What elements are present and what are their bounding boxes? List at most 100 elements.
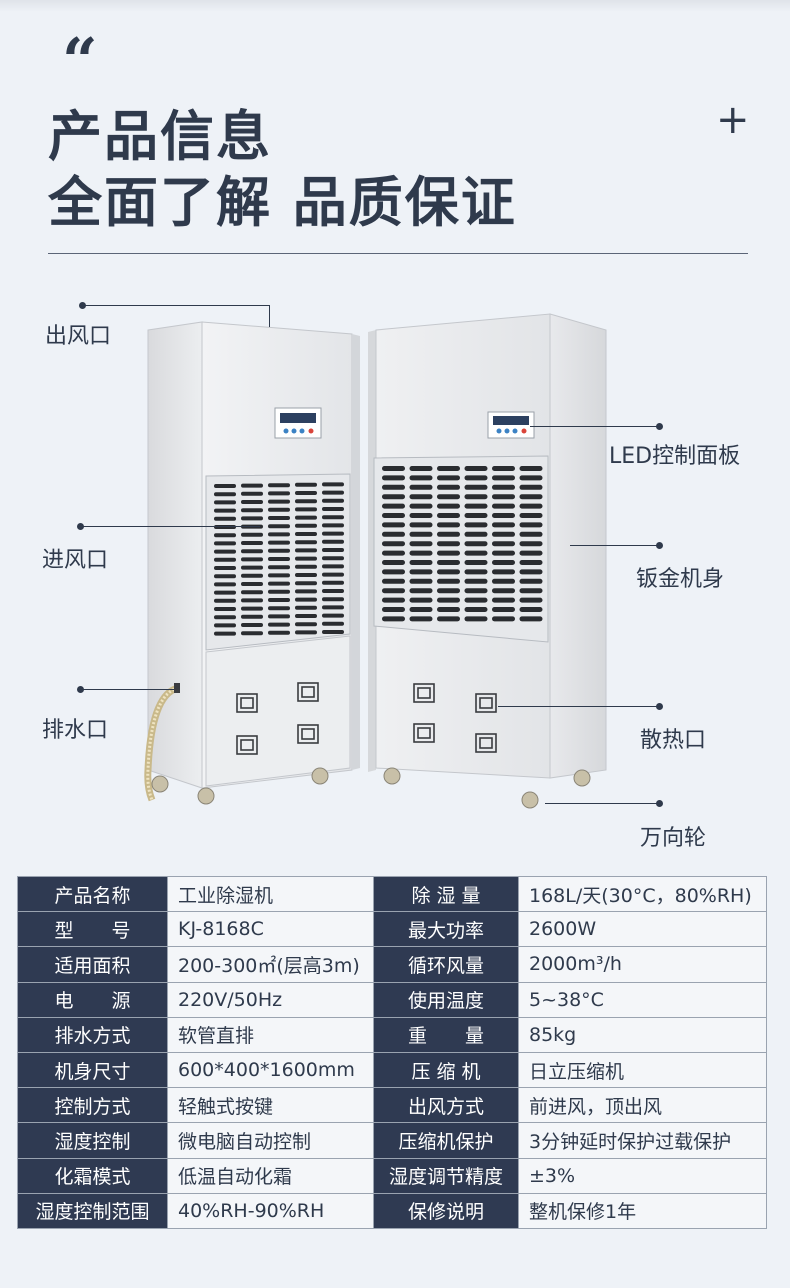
grille-slot — [492, 484, 515, 490]
grille-slot — [409, 503, 433, 509]
grille-slot — [295, 597, 317, 602]
grille-slot — [382, 513, 405, 518]
page-subtitle: 全面了解 品质保证 — [48, 171, 517, 234]
grille-slot — [382, 531, 405, 537]
grille-slot — [214, 590, 236, 595]
grille-slot — [295, 532, 317, 536]
grille-slot — [214, 566, 236, 570]
grille-slot — [492, 550, 515, 556]
grille-slot — [241, 500, 263, 504]
label-outlet: 出风口 — [45, 324, 112, 349]
grille-slot — [519, 616, 543, 622]
grille-slot — [492, 475, 515, 481]
grille-slot — [268, 499, 290, 504]
grille-slot — [409, 531, 433, 537]
grille-slot — [519, 484, 543, 490]
grille-slot — [437, 475, 460, 481]
spec-key: 湿度调节精度 — [373, 1157, 519, 1194]
spec-key: 压 缩 机 — [373, 1051, 519, 1089]
grille-slot — [464, 578, 488, 584]
grille-slot — [519, 550, 543, 556]
grille-slot — [437, 541, 460, 547]
grille-slot — [241, 532, 263, 537]
grille-slot — [464, 503, 488, 509]
grille-slot — [322, 482, 344, 487]
table-row: 湿度控制范围 40%RH-90%RH 保修说明 整机保修1年 — [17, 1192, 767, 1229]
grille-slot — [464, 494, 488, 500]
grille-slot — [268, 483, 290, 488]
grille-slot — [464, 588, 488, 594]
table-row: 型 号 KJ-8168C 最大功率 2600W — [17, 911, 767, 948]
grille-slot — [492, 466, 515, 471]
grille-slot — [322, 613, 344, 618]
callout-dot-led — [656, 423, 663, 430]
callout-dot-sheet-metal — [656, 542, 663, 549]
grille-slot — [268, 614, 290, 619]
grille-slot — [241, 549, 263, 554]
grille-slot — [214, 582, 236, 587]
grille-slot — [519, 560, 543, 565]
grille-slot — [295, 589, 317, 594]
grille-slot — [214, 574, 236, 579]
grille-slot — [322, 597, 344, 602]
grille-slot — [322, 548, 344, 552]
spec-value: 85kg — [518, 1016, 767, 1053]
grille-slot — [295, 581, 317, 586]
callout-vline-outlet — [269, 305, 270, 327]
spec-value: 微电脑自动控制 — [167, 1122, 374, 1159]
grille-slot — [241, 491, 263, 496]
grille-slot — [437, 503, 460, 509]
callout-line-outlet — [82, 305, 270, 306]
spec-value: 600*400*1600mm — [167, 1051, 374, 1089]
grille-slot — [464, 541, 488, 547]
grille-slot — [519, 569, 543, 575]
grille-slot — [437, 513, 460, 518]
grille-slot — [268, 622, 290, 627]
grille-slot — [382, 475, 405, 481]
grille-slot — [437, 607, 460, 612]
callout-line-caster — [545, 803, 660, 804]
grille-slot — [464, 484, 488, 490]
grille-slot — [241, 631, 263, 636]
grille-slot — [492, 607, 515, 612]
spec-key: 控制方式 — [17, 1087, 168, 1124]
spec-value: KJ-8168C — [167, 911, 374, 948]
grille-slot — [409, 588, 433, 594]
grille-slot — [409, 550, 433, 556]
grille-slot — [268, 540, 290, 545]
callout-line-led — [530, 426, 660, 427]
grille-slot — [519, 466, 543, 471]
grille-slot — [464, 466, 488, 471]
grille-slot — [214, 516, 236, 521]
grille-slot — [519, 503, 543, 509]
grille-slot — [382, 597, 405, 603]
plus-icon[interactable]: + — [716, 97, 750, 143]
table-row: 适用面积 200-300㎡(层高3m) 循环风量 2000m³/h — [17, 946, 767, 983]
spec-value: 2600W — [518, 911, 767, 948]
dehumidifier-illustration — [144, 313, 607, 809]
spec-key: 型 号 — [17, 911, 168, 948]
spec-key: 使用温度 — [373, 981, 519, 1018]
grille-slot — [519, 531, 543, 537]
grille-slot — [437, 550, 460, 556]
grille-slot — [382, 503, 405, 509]
grille-slot — [241, 541, 263, 545]
grille-slot — [214, 508, 236, 513]
grille-slot — [409, 607, 433, 612]
grille-slot — [519, 475, 543, 481]
grille-slot — [409, 494, 433, 500]
grille-slot — [382, 522, 405, 528]
spec-value: 轻触式按键 — [167, 1087, 374, 1124]
grille-slot — [409, 578, 433, 584]
grille-slot — [322, 630, 344, 634]
grille-slot — [268, 548, 290, 553]
grille-slot — [437, 494, 460, 500]
spec-key: 压缩机保护 — [373, 1122, 519, 1159]
callout-dot-heat-vent — [656, 703, 663, 710]
grille-slot — [437, 560, 460, 565]
grille-slot — [295, 523, 317, 528]
grille-slot — [268, 565, 290, 570]
grille-slot — [382, 578, 405, 584]
quote-mark: “ — [62, 24, 98, 97]
grille-slot — [382, 560, 405, 565]
